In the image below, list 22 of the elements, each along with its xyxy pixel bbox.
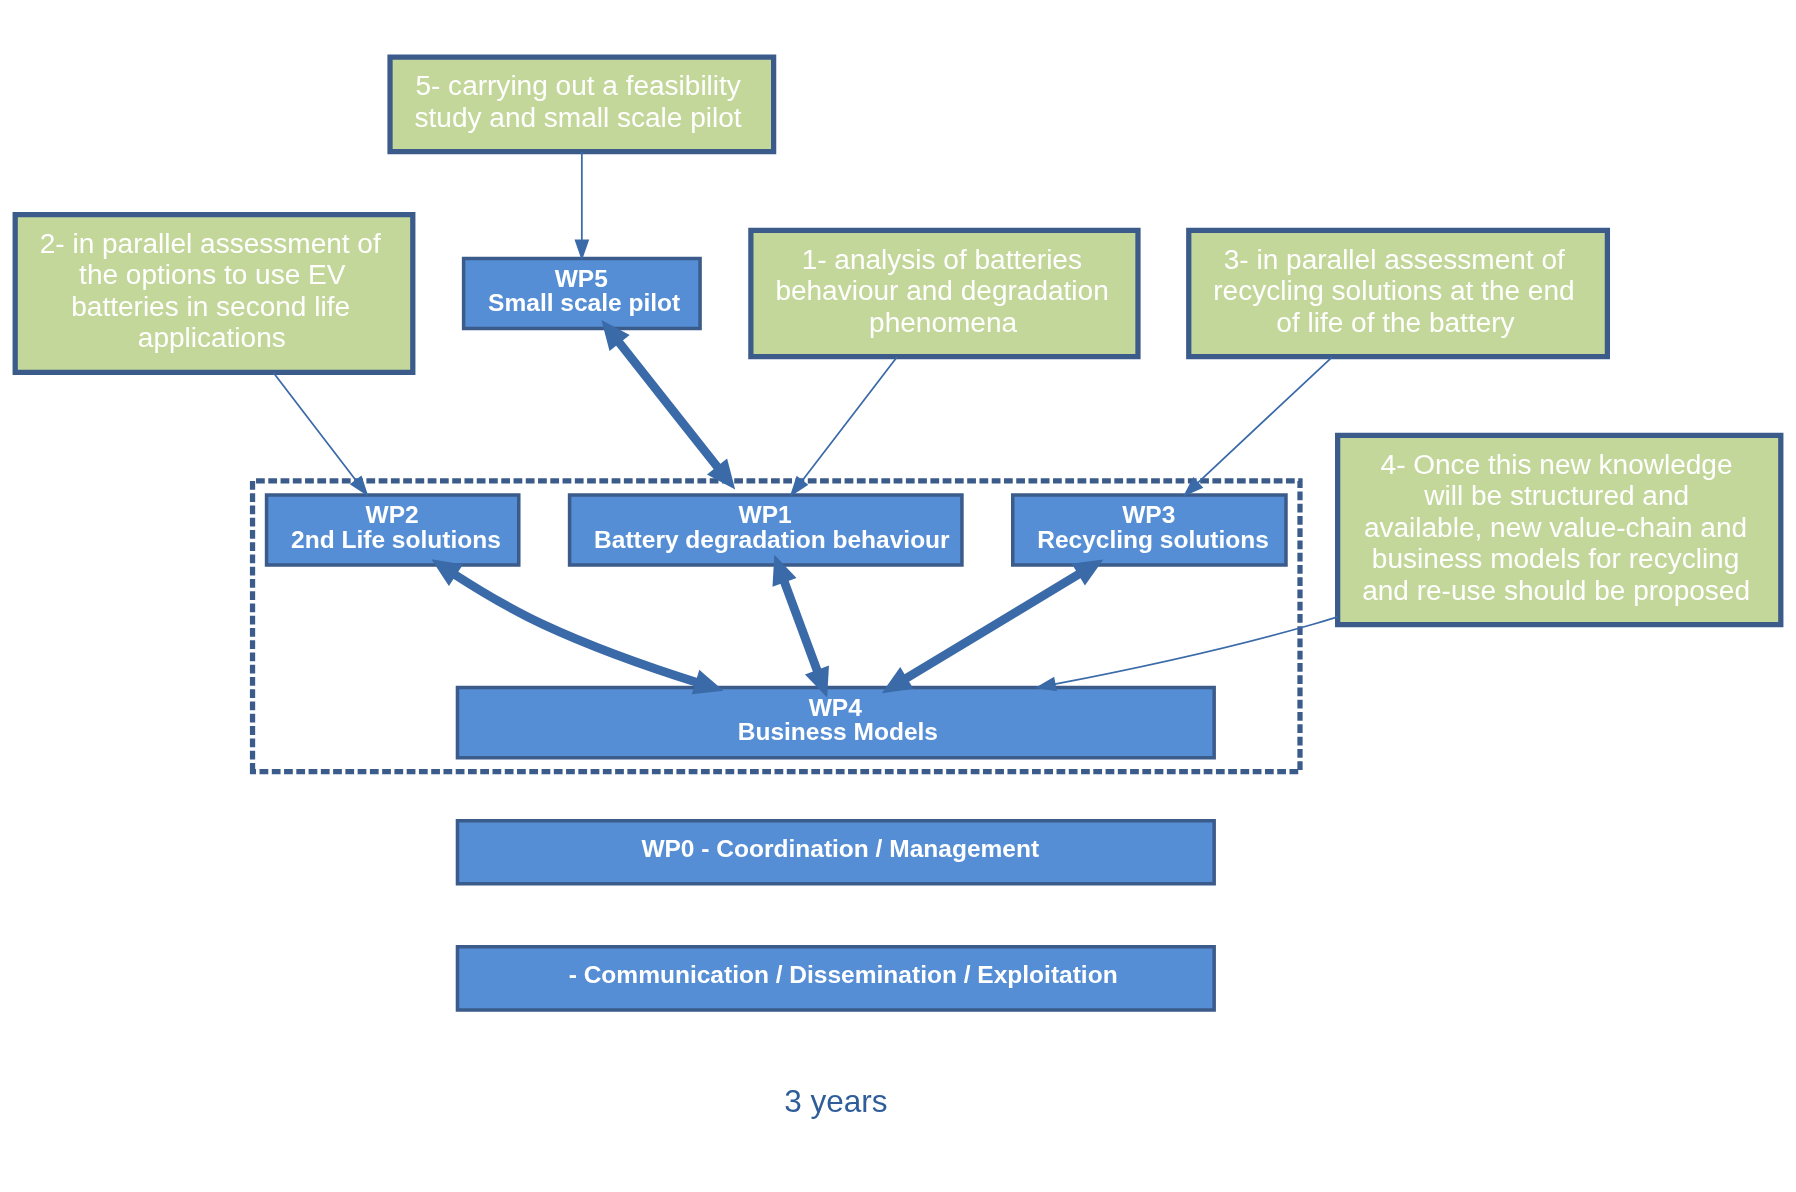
node-box: - Communication / Dissemination / Exploitation — [455, 944, 1216, 1012]
arrow — [601, 319, 736, 489]
arrow — [431, 558, 724, 694]
node-box: WP3 Recycling solutions — [1011, 492, 1288, 567]
arrow — [772, 554, 829, 697]
node-box: 3- in parallel assessment of recycling solutions at the end of life of the battery — [1186, 227, 1611, 359]
label: 3 years — [784, 1082, 888, 1119]
arrow — [1182, 355, 1333, 497]
node-box: 4- Once this new knowledge will be structured and available, new value-chain and business models for recycling and re-use should be proposed — [1335, 432, 1784, 627]
arrow — [1034, 615, 1339, 691]
arrow — [881, 558, 1104, 693]
arrow — [789, 355, 898, 497]
arrow — [574, 150, 590, 261]
node-box: 5- carrying out a feasibility study and small scale pilot — [387, 53, 777, 154]
node-box: WP2 2nd Life solutions — [264, 492, 521, 567]
node-box: WP4 Business Models — [455, 685, 1216, 759]
node-box: WP1 Battery degradation behaviour — [567, 492, 964, 567]
node-box: 2- in parallel assessment of the options to use EV batteries in second life applications — [12, 211, 416, 375]
node-box: WP0 - Coordination / Management — [455, 818, 1216, 885]
node-box: 1- analysis of batteries behaviour and degradation phenomena — [748, 227, 1141, 359]
arrow — [272, 371, 369, 497]
node-box: WP5 Small scale pilot — [461, 256, 702, 330]
